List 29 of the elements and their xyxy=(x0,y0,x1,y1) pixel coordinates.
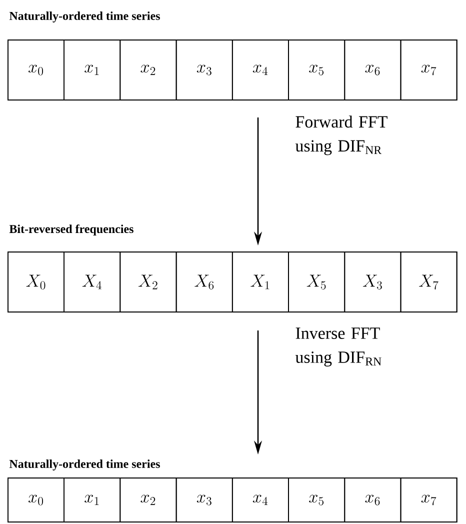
array-cell: $x_1$ xyxy=(64,478,121,522)
edge-label: Forward FFT using DIF$_{NR}$ xyxy=(295,116,388,156)
array-cell: $X_0$ xyxy=(8,252,64,312)
array-cell: $x_2$ xyxy=(120,40,177,100)
array-cell: $x_6$ xyxy=(344,40,402,100)
array-cell: $x_7$ xyxy=(400,40,458,100)
heading: Bit-reversed frequencies xyxy=(9,224,134,236)
array-cell: $X_2$ xyxy=(120,252,177,312)
array-cell: $x_6$ xyxy=(344,478,402,522)
array-cell: $x_5$ xyxy=(288,478,346,522)
array-cell: $x_5$ xyxy=(288,40,346,100)
array-cell: $X_4$ xyxy=(64,252,121,312)
array-cell: $x_0$ xyxy=(8,40,64,100)
array-cell: $X_5$ xyxy=(288,252,346,312)
heading: Naturally-ordered time series xyxy=(9,460,160,470)
array-cell: $x_3$ xyxy=(176,40,233,100)
array-cell: $x_2$ xyxy=(120,478,177,522)
edge-label: Inverse FFT using DIF$_{RN}$ xyxy=(295,328,382,366)
heading: Naturally-ordered time series xyxy=(9,12,160,22)
array-cell: $X_3$ xyxy=(344,252,402,312)
array-cell: $x_7$ xyxy=(400,478,458,522)
array-cell: $X_1$ xyxy=(232,252,289,312)
array-cell: $x_1$ xyxy=(64,40,121,100)
array-cell: $x_4$ xyxy=(232,40,289,100)
array-cell: $x_4$ xyxy=(232,478,289,522)
array-cell: $X_7$ xyxy=(400,252,458,312)
array-cell: $x_3$ xyxy=(176,478,233,522)
array-cell: $x_0$ xyxy=(8,478,64,522)
array-cell: $X_6$ xyxy=(176,252,233,312)
